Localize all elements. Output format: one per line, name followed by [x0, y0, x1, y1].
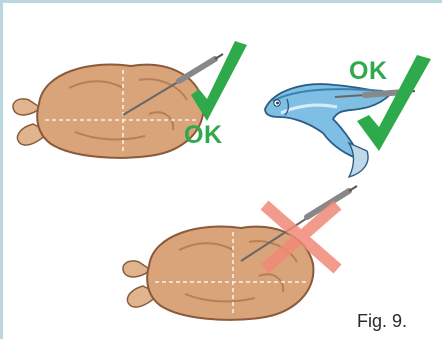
ok-label-fish: OK: [349, 57, 388, 86]
figure-caption: Fig. 9.: [357, 311, 407, 332]
ok-label-chicken: OK: [184, 121, 223, 150]
chicken-icon: [13, 65, 203, 158]
figure-illustration: [3, 3, 442, 342]
chicken-icon: [123, 227, 313, 320]
